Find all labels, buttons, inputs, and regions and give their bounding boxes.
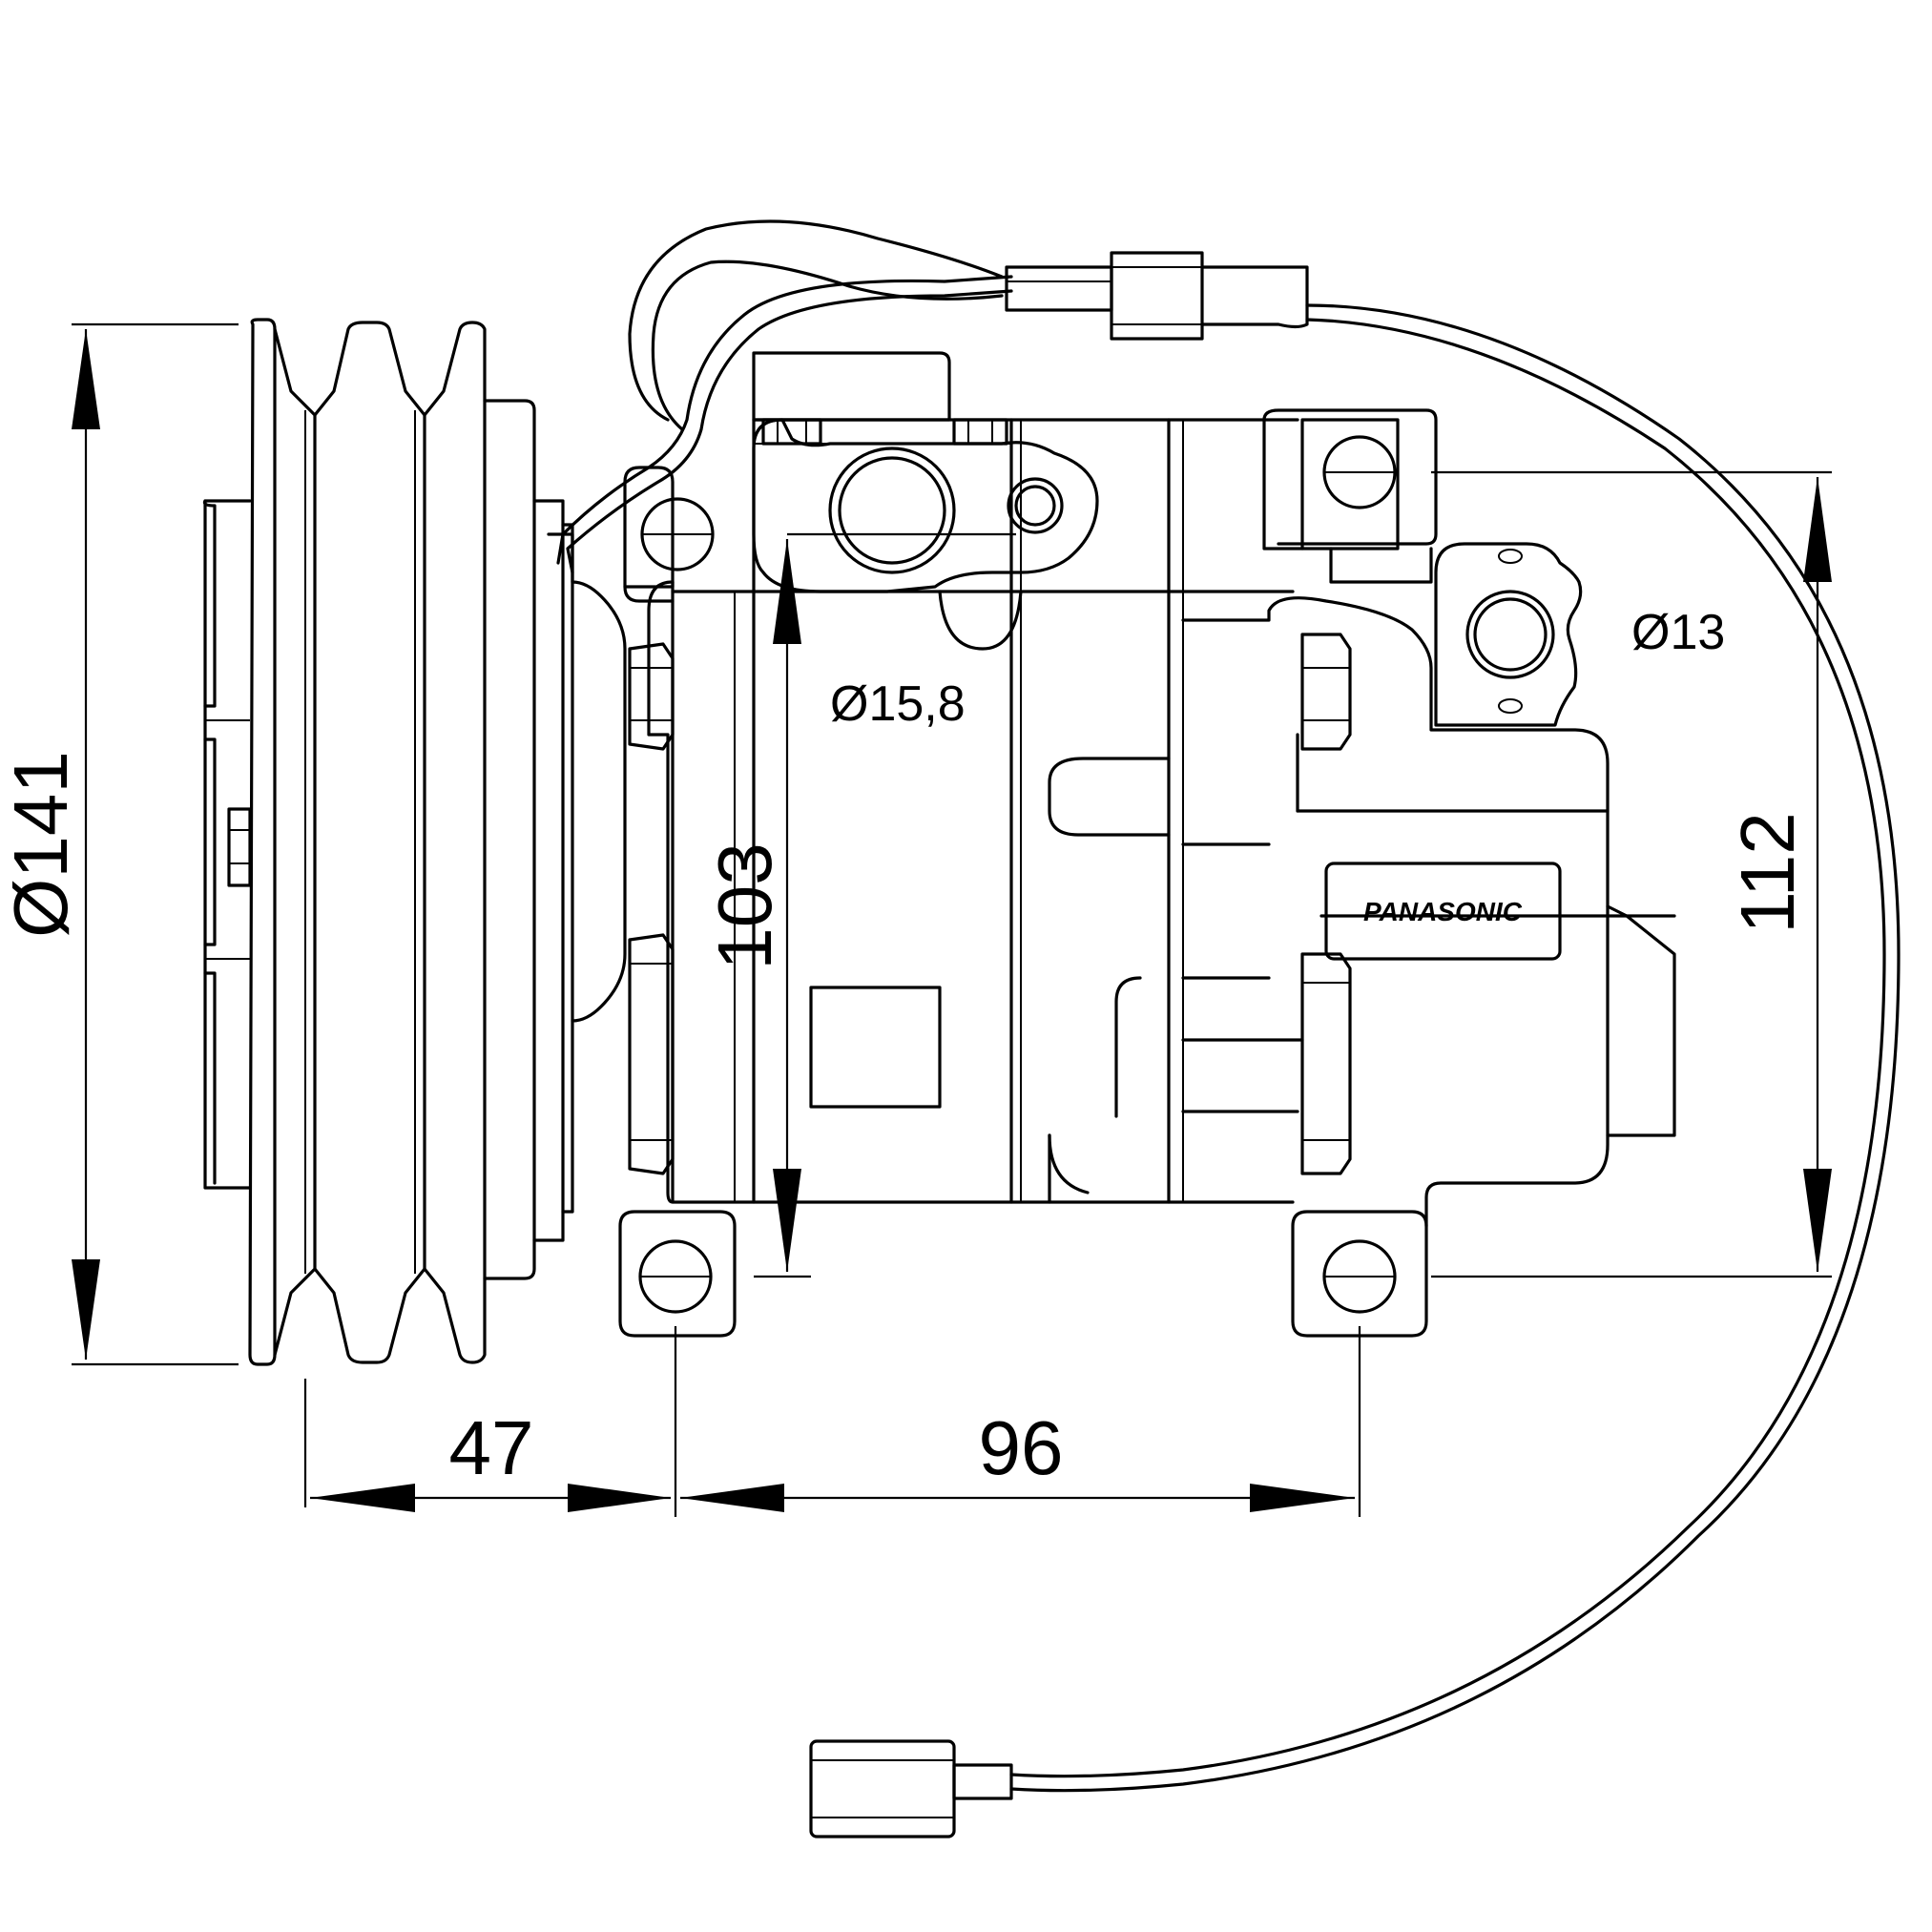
dim-label-47: 47: [449, 1405, 534, 1490]
arrow-head: [680, 1484, 784, 1512]
brand-plate: [1324, 862, 1562, 961]
mount-hole: [638, 1239, 713, 1314]
bolt-head: [628, 642, 675, 751]
dim-height-112: 112: [1431, 470, 1832, 1278]
discharge-port-fitting: [1434, 542, 1583, 727]
clutch-wire: [556, 219, 1901, 1839]
dim-label-112: 112: [1725, 812, 1810, 934]
rear-head: PANASONIC: [809, 596, 1676, 1228]
mount-hole: [1322, 1239, 1397, 1314]
brand-label: PANASONIC: [1363, 897, 1523, 926]
arrow-head: [773, 1169, 801, 1272]
pulley-assembly: [202, 318, 627, 1366]
dim-label-96: 96: [979, 1405, 1064, 1490]
dim-offset-47: 47: [303, 1326, 677, 1517]
dim-label-pulley-diameter: Ø141: [0, 751, 83, 938]
dim-height-103: 103: [702, 532, 1016, 1278]
arrow-head: [568, 1484, 671, 1512]
arrow-head: [72, 1259, 100, 1360]
arrow-head: [1803, 477, 1832, 582]
mounting-ear-bottom-right: [1291, 1210, 1428, 1338]
arrow-head: [1803, 1169, 1832, 1272]
bolt-head: [628, 933, 675, 1175]
mount-hole: [640, 497, 715, 571]
bolt-head: [1300, 952, 1352, 1175]
mounting-ear-top-left: [623, 466, 675, 603]
bolt-head: [1300, 633, 1352, 751]
arrow-head: [773, 539, 801, 644]
arrow-head: [72, 329, 100, 429]
dim-mount-spacing-96: 96: [680, 1326, 1361, 1517]
inspection-window: [809, 986, 942, 1109]
mounting-ear-top-right: [1262, 408, 1438, 584]
dim-label-discharge-port: Ø13: [1631, 605, 1725, 660]
arrow-head: [310, 1484, 415, 1512]
dim-pulley-diameter: Ø141: [0, 322, 239, 1366]
mount-hole: [1322, 435, 1397, 509]
dim-label-103: 103: [702, 842, 787, 969]
arrow-head: [1250, 1484, 1355, 1512]
dim-label-suction-port: Ø15,8: [830, 676, 966, 732]
mounting-ear-bottom-left: [618, 1210, 737, 1338]
